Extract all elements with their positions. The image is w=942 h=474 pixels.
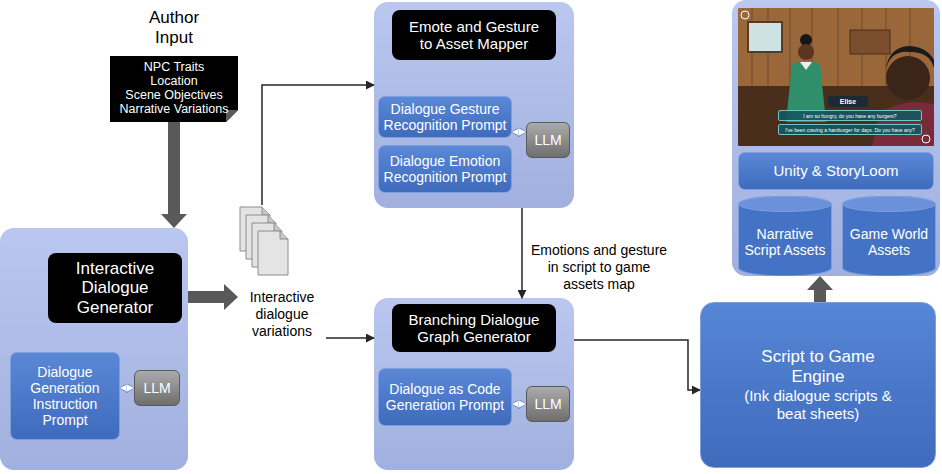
input-item: Narrative Variations — [120, 102, 229, 116]
screenshot-scene — [738, 8, 934, 146]
prompt-box: Dialogue Generation Instruction Prompt — [10, 352, 120, 440]
connector-line — [326, 337, 374, 339]
player-head — [886, 56, 930, 100]
llm-box: LLM — [134, 370, 180, 406]
name-plate: Elise — [828, 96, 868, 107]
box-title: Dialogue as Code Generation Prompt — [383, 381, 507, 413]
dialogue-choice: I've been craving a hamburger for days. … — [778, 124, 922, 135]
document-stack-icon — [238, 205, 294, 281]
panel-heading: Emote and Gesture to Asset Mapper — [392, 10, 556, 60]
dialogue-choice: I am so hungry, do you have any burgers? — [778, 110, 922, 121]
double-arrow — [120, 387, 134, 390]
corner-icon — [741, 11, 749, 19]
module-panel: Emote and Gesture to Asset MapperDialogu… — [374, 2, 574, 208]
box-title: Script to Game Engine — [748, 347, 888, 388]
connector — [188, 284, 238, 310]
connector — [120, 388, 134, 389]
player-hair — [886, 46, 934, 70]
connector — [522, 208, 523, 298]
cylinder-label: Game World Assets — [846, 226, 932, 258]
llm-box: LLM — [526, 386, 570, 422]
llm-box: LLM — [526, 122, 570, 158]
box-title: Dialogue Generation Instruction Prompt — [15, 364, 115, 428]
panel-background — [374, 2, 574, 208]
document-page — [258, 231, 288, 275]
input-item: Scene Objectives — [125, 88, 222, 102]
engine-box: Unity & StoryLoom — [738, 152, 934, 190]
block-arrow — [161, 122, 187, 228]
panel-background — [374, 298, 574, 470]
window — [748, 22, 782, 52]
cylinder-top — [843, 197, 936, 212]
cylinder-label: Narrative Script Assets — [742, 226, 828, 258]
input-item: Location — [150, 74, 197, 88]
cylinder-body — [843, 196, 936, 276]
prompt-box: Dialogue Emotion Recognition Prompt — [378, 145, 512, 193]
cylinder-top — [739, 197, 832, 212]
page-fold — [274, 223, 282, 231]
document-body — [110, 56, 238, 122]
connector-label: Emotions and gesture in script to game a… — [530, 242, 668, 292]
module-panel: Interactive Dialogue GeneratorDialogue G… — [0, 228, 188, 470]
page-fold — [268, 215, 276, 223]
connector — [807, 276, 833, 302]
connector — [574, 340, 700, 390]
box-title: LLM — [143, 380, 170, 396]
block-arrow — [807, 276, 833, 302]
npc-collar — [800, 62, 812, 70]
connector — [262, 85, 374, 205]
connector-line — [521, 208, 523, 298]
input-item: NPC Traits — [144, 60, 204, 74]
panel-background — [0, 228, 188, 470]
game-panel: Elise I am so hungry, do you have any bur… — [732, 0, 940, 276]
database-cylinder: Narrative Script Assets — [738, 196, 832, 276]
box-title: Dialogue Gesture Recognition Prompt — [383, 101, 507, 133]
block-arrow — [188, 284, 238, 310]
scene-ground — [738, 8, 934, 146]
double-arrow — [512, 131, 526, 134]
box-title: LLM — [534, 396, 561, 412]
shelf — [850, 30, 890, 54]
connector — [326, 338, 374, 339]
input-document: Author InputNPC TraitsLocationScene Obje… — [110, 56, 238, 122]
prompt-box: Dialogue Gesture Recognition Prompt — [378, 96, 512, 138]
connector — [161, 122, 187, 228]
connector-line — [574, 340, 700, 390]
connector — [512, 132, 526, 133]
stack-label: Interactive dialogue variations — [238, 289, 326, 340]
npc-head — [798, 44, 814, 60]
connector — [512, 404, 526, 405]
module-panel: Branching Dialogue Graph GeneratorDialog… — [374, 298, 574, 470]
cylinder-body — [739, 196, 832, 276]
prompt-box: Dialogue as Code Generation Prompt — [378, 368, 512, 426]
panel-background — [732, 0, 940, 276]
document-stack: Interactive dialogue variations — [238, 205, 326, 345]
box-title: Dialogue Emotion Recognition Prompt — [383, 153, 507, 185]
corner-icon — [922, 135, 930, 143]
double-arrow — [512, 403, 526, 406]
process-box: Script to Game Engine(Ink dialogue scrip… — [700, 302, 936, 468]
input-heading: Author Input — [138, 8, 210, 48]
panel-heading: Branching Dialogue Graph Generator — [392, 304, 556, 352]
page-fold — [280, 231, 288, 239]
box-title: Unity & StoryLoom — [773, 162, 898, 179]
page-fold — [262, 207, 270, 215]
box-subtitle: (Ink dialogue scripts & beat sheets) — [732, 387, 904, 423]
connector-line — [262, 85, 374, 205]
database-cylinder: Game World Assets — [842, 196, 936, 276]
box-title: LLM — [534, 132, 561, 148]
panel-heading: Interactive Dialogue Generator — [48, 253, 182, 323]
